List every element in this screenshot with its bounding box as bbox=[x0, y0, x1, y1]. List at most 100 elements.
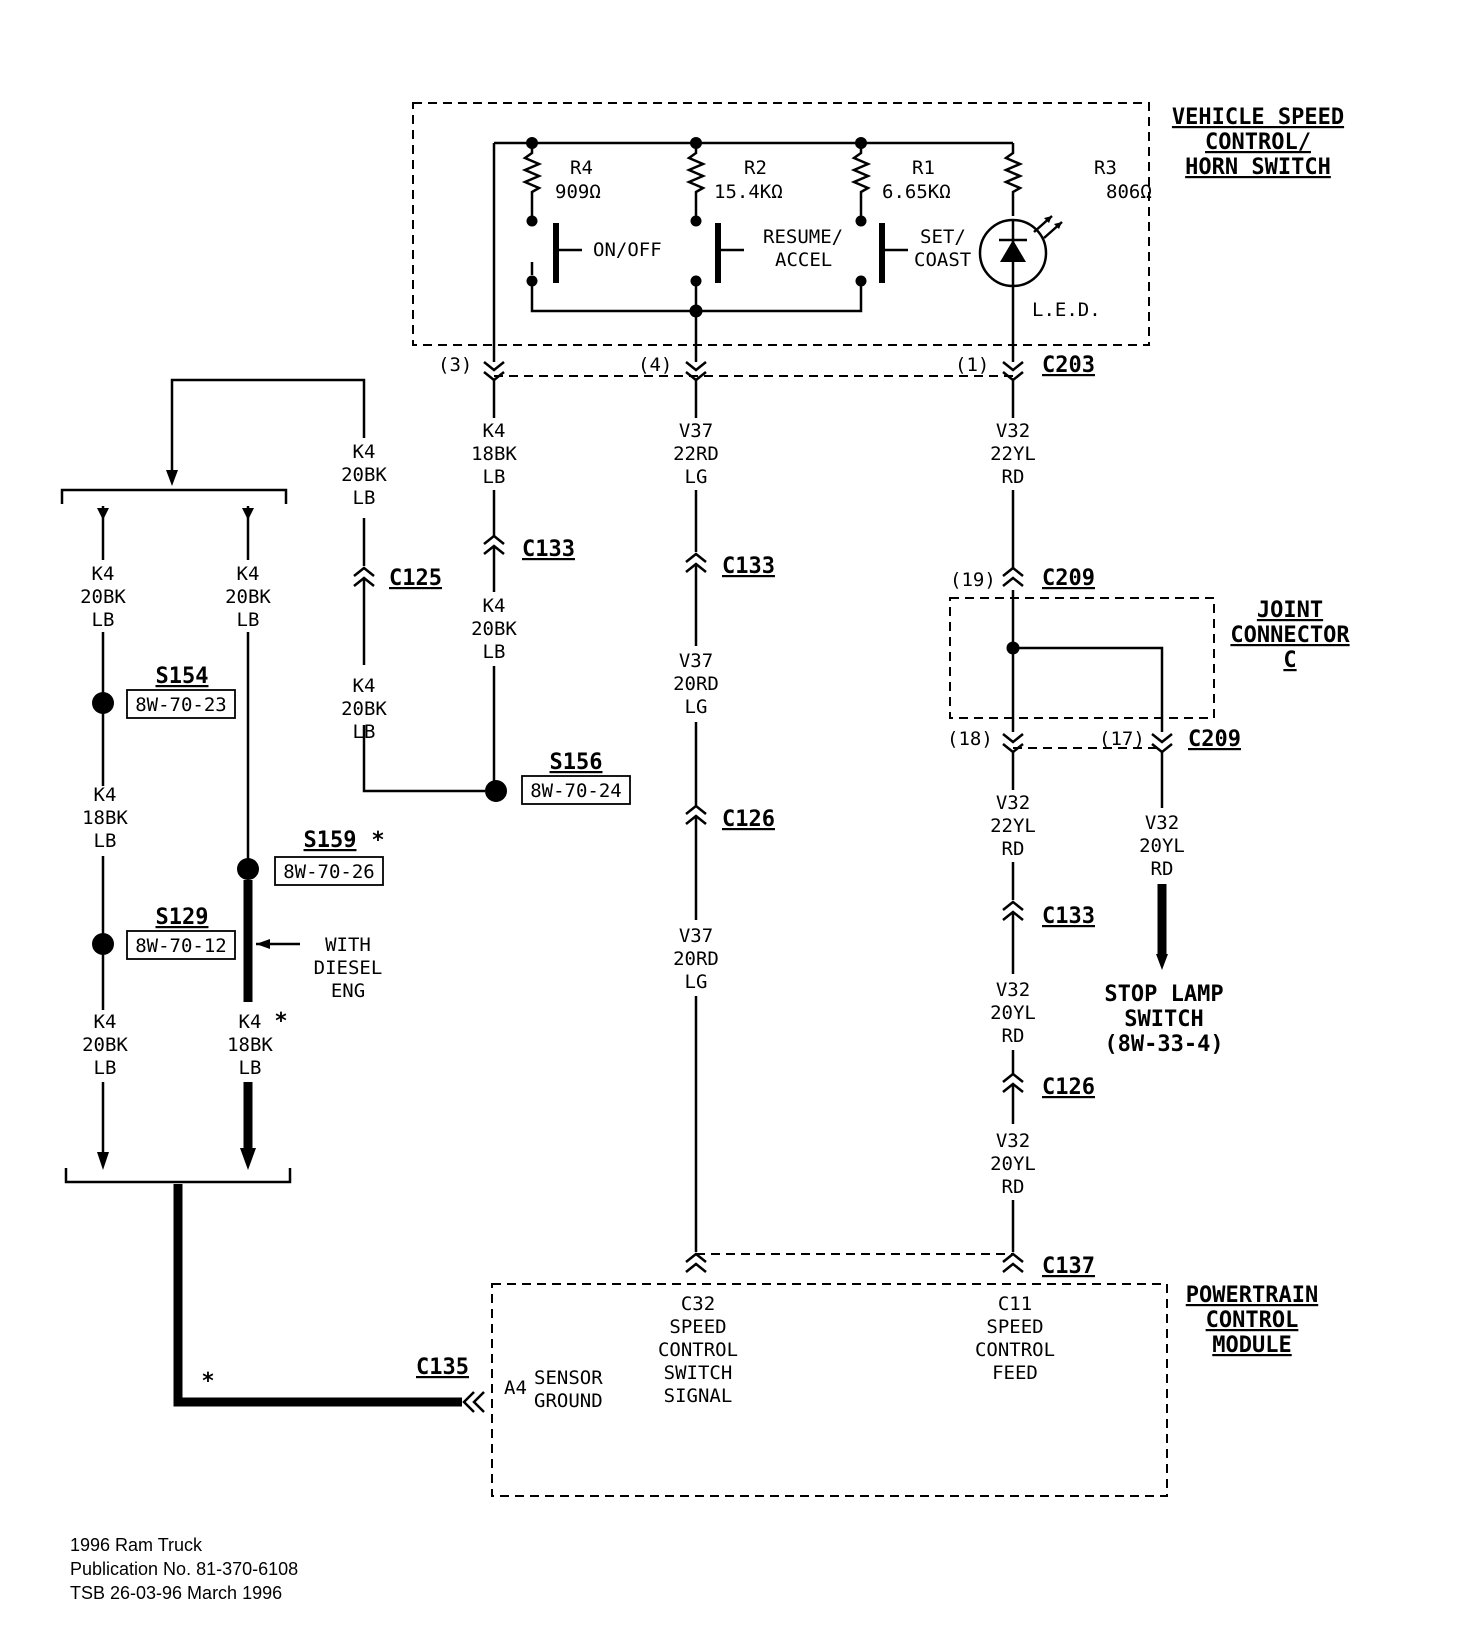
s154-label: S154 bbox=[156, 664, 209, 689]
ground-star: * bbox=[201, 1369, 214, 1394]
wire-v32-b-1: V32 bbox=[996, 792, 1030, 814]
r1-value: 6.65KΩ bbox=[882, 181, 951, 203]
c209-pin18-connector-icon bbox=[1002, 733, 1024, 754]
on-off-switch bbox=[526, 223, 582, 287]
wire-k4-d-label-3: LB bbox=[92, 609, 115, 631]
vscm-title-line2: CONTROL/ bbox=[1205, 130, 1311, 155]
wire-k4-h-label-1: K4 bbox=[239, 1011, 262, 1033]
wire-v32-d-3: RD bbox=[1002, 1176, 1025, 1198]
wire-k4-label-1: K4 bbox=[483, 420, 506, 442]
c135-connector-icon bbox=[462, 1391, 485, 1413]
wire-v37-c-3: LG bbox=[685, 971, 708, 993]
c137-label: C137 bbox=[1042, 1254, 1095, 1279]
wire-k4-f-label-3: LB bbox=[94, 1057, 117, 1079]
c137-pin-c32-connector-icon bbox=[685, 1252, 707, 1273]
c126-label-b: C126 bbox=[1042, 1075, 1095, 1100]
s129-ref: 8W-70-12 bbox=[135, 935, 227, 957]
wire-v32-c-3: RD bbox=[1002, 1025, 1025, 1047]
wire-k4-b-label-3: LB bbox=[353, 721, 376, 743]
r2-value: 15.4KΩ bbox=[714, 181, 783, 203]
wire-v37-b-3: LG bbox=[685, 696, 708, 718]
resume-accel-switch bbox=[690, 223, 744, 287]
r2-name: R2 bbox=[744, 157, 767, 179]
r4-value: 909Ω bbox=[555, 181, 601, 203]
wire-v32-a-1: V32 bbox=[996, 420, 1030, 442]
wire-v37-a-3: LG bbox=[685, 466, 708, 488]
harness-bracket-top bbox=[60, 488, 288, 504]
wire-k4-20-label-3: LB bbox=[483, 641, 506, 663]
wire-k4-e-label-1: K4 bbox=[94, 784, 117, 806]
s154-ref: 8W-70-23 bbox=[135, 694, 227, 716]
c125-label: C125 bbox=[389, 566, 442, 591]
splice-s129-dot bbox=[92, 933, 114, 955]
pcm-c32-2: SPEED bbox=[669, 1316, 726, 1338]
c203-pin4-connector-icon bbox=[685, 361, 707, 382]
wire-k4-f-label-2: 20BK bbox=[82, 1034, 128, 1056]
pcm-c11-3: CONTROL bbox=[975, 1339, 1055, 1361]
resume-label-2: ACCEL bbox=[775, 249, 832, 271]
r1-name: R1 bbox=[912, 157, 935, 179]
wire-v32-a-3: RD bbox=[1002, 466, 1025, 488]
arrow-down-icon bbox=[166, 470, 178, 486]
wire-v37-a-2: 22RD bbox=[673, 443, 719, 465]
wire-k4-g-label-1: K4 bbox=[237, 563, 260, 585]
stop-lamp-3: (8W-33-4) bbox=[1104, 1032, 1223, 1057]
speed-control-switch-boundary bbox=[412, 102, 1150, 346]
wire-k4-f-label-1: K4 bbox=[94, 1011, 117, 1033]
resistor-r3 bbox=[1002, 143, 1024, 216]
wire-k4-c-label-1: K4 bbox=[353, 441, 376, 463]
diesel-note-2: DIESEL bbox=[314, 957, 383, 979]
c209-label-a: C209 bbox=[1042, 566, 1095, 591]
wire-v32-d-1: V32 bbox=[996, 1130, 1030, 1152]
wire-v32-c-1: V32 bbox=[996, 979, 1030, 1001]
s156-ref: 8W-70-24 bbox=[530, 780, 622, 802]
wire-v32-b-2: 22YL bbox=[990, 815, 1036, 837]
c203-pin1-connector-icon bbox=[1002, 361, 1024, 382]
r3-name: R3 bbox=[1094, 157, 1117, 179]
arrow-down-icon bbox=[242, 508, 254, 520]
splice-s154-dot bbox=[92, 692, 114, 714]
wire-sensor-ground bbox=[173, 1184, 462, 1407]
resistor-r4 bbox=[521, 143, 543, 227]
wire-v37-c-2: 20RD bbox=[673, 948, 719, 970]
wire-v37-b-2: 20RD bbox=[673, 673, 719, 695]
wire-v37-a-1: V37 bbox=[679, 420, 713, 442]
wire-k4-h-label-3: LB bbox=[239, 1057, 262, 1079]
wire-k4-g-label-2: 20BK bbox=[225, 586, 271, 608]
resistor-r1 bbox=[850, 143, 872, 227]
k4-star: * bbox=[274, 1009, 287, 1034]
c209-label-b: C209 bbox=[1188, 727, 1241, 752]
r4-name: R4 bbox=[570, 157, 593, 179]
publication-line-3: TSB 26-03-96 March 1996 bbox=[70, 1583, 282, 1603]
pin-18-label: (18) bbox=[947, 728, 993, 750]
pcm-title-2: CONTROL bbox=[1206, 1308, 1299, 1333]
c209-connector-icon bbox=[1002, 566, 1024, 587]
wire-k4-to-c125 bbox=[362, 725, 485, 793]
s159-ref: 8W-70-26 bbox=[283, 861, 375, 883]
wire-k4-d-label-1: K4 bbox=[92, 563, 115, 585]
s129-label: S129 bbox=[156, 905, 209, 930]
set-label-2: COAST bbox=[914, 249, 971, 271]
wire-v37-c-1: V37 bbox=[679, 925, 713, 947]
wire-v32-e-1: V32 bbox=[1145, 812, 1179, 834]
stop-lamp-2: SWITCH bbox=[1124, 1007, 1203, 1032]
wire-k4-c-label-2: 20BK bbox=[341, 464, 387, 486]
wire-k4-h-label-2: 18BK bbox=[227, 1034, 273, 1056]
publication-line-2: Publication No. 81-370-6108 bbox=[70, 1559, 298, 1579]
c133-label-b: C133 bbox=[722, 554, 775, 579]
c125-connector-icon bbox=[353, 566, 375, 587]
c126-label-a: C126 bbox=[722, 807, 775, 832]
resistor-r2 bbox=[685, 143, 707, 227]
wire-v32-a-2: 22YL bbox=[990, 443, 1036, 465]
s159-label: S159 bbox=[304, 828, 357, 853]
vscm-title-line1: VEHICLE SPEED bbox=[1172, 105, 1344, 130]
arrow-left-icon bbox=[256, 939, 270, 949]
resume-label-1: RESUME/ bbox=[763, 226, 843, 248]
c203-pin3-connector-icon bbox=[483, 361, 505, 382]
sensor-ground-2: GROUND bbox=[534, 1390, 603, 1412]
c209-pin17-connector-icon bbox=[1151, 733, 1173, 754]
publication-line-1: 1996 Ram Truck bbox=[70, 1535, 203, 1555]
pcm-c11-1: C11 bbox=[998, 1293, 1032, 1315]
led-label: L.E.D. bbox=[1032, 299, 1101, 321]
